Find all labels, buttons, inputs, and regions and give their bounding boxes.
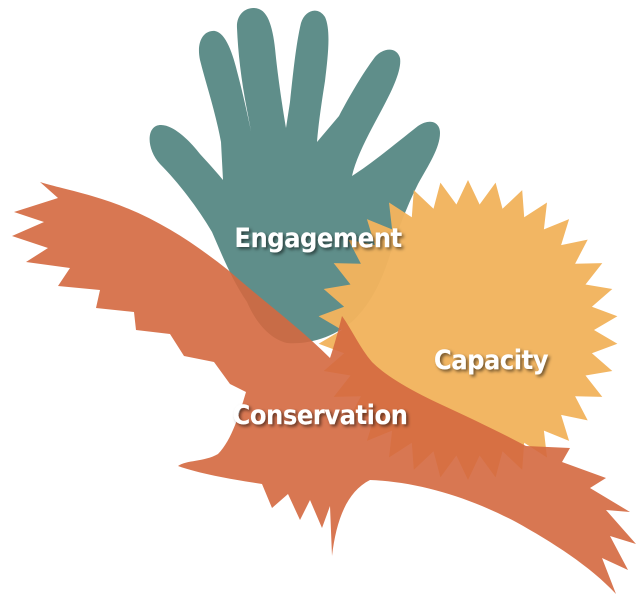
capacity-label: Capacity [434,345,549,376]
conservation-label: Conservation [233,400,408,431]
engagement-label: Engagement [234,223,402,254]
bird-icon [12,182,636,594]
